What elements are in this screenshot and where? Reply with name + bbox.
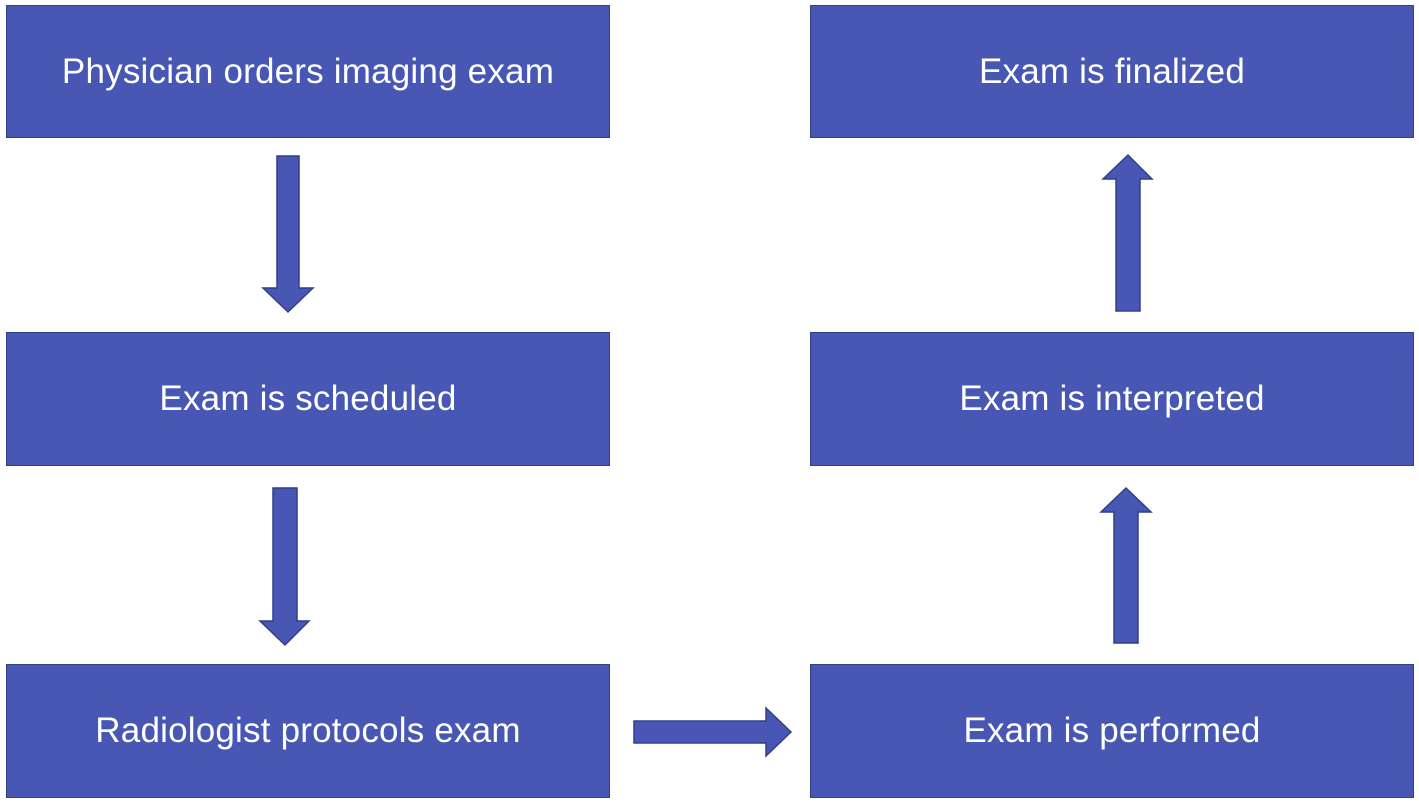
step-label: Physician orders imaging exam [61,51,555,91]
step-label: Exam is scheduled [159,379,457,418]
step-radiologist-protocols-exam: Radiologist protocols exam [6,664,610,798]
step-exam-interpreted: Exam is interpreted [810,332,1414,466]
step-label: Radiologist protocols exam [95,711,521,750]
arrow-up-icon [1101,153,1154,312]
step-physician-orders-exam: Physician orders imaging exam [6,5,610,138]
arrow-right-icon [633,706,793,758]
step-exam-scheduled: Exam is scheduled [6,332,610,466]
step-label: Exam is performed [963,711,1261,750]
step-label: Exam is finalized [978,51,1245,91]
arrow-down-icon [258,487,311,647]
step-exam-performed: Exam is performed [810,664,1414,798]
step-exam-finalized: Exam is finalized [810,5,1414,138]
step-label: Exam is interpreted [959,379,1265,418]
arrow-down-icon [261,155,315,314]
arrow-up-icon [1099,486,1153,644]
